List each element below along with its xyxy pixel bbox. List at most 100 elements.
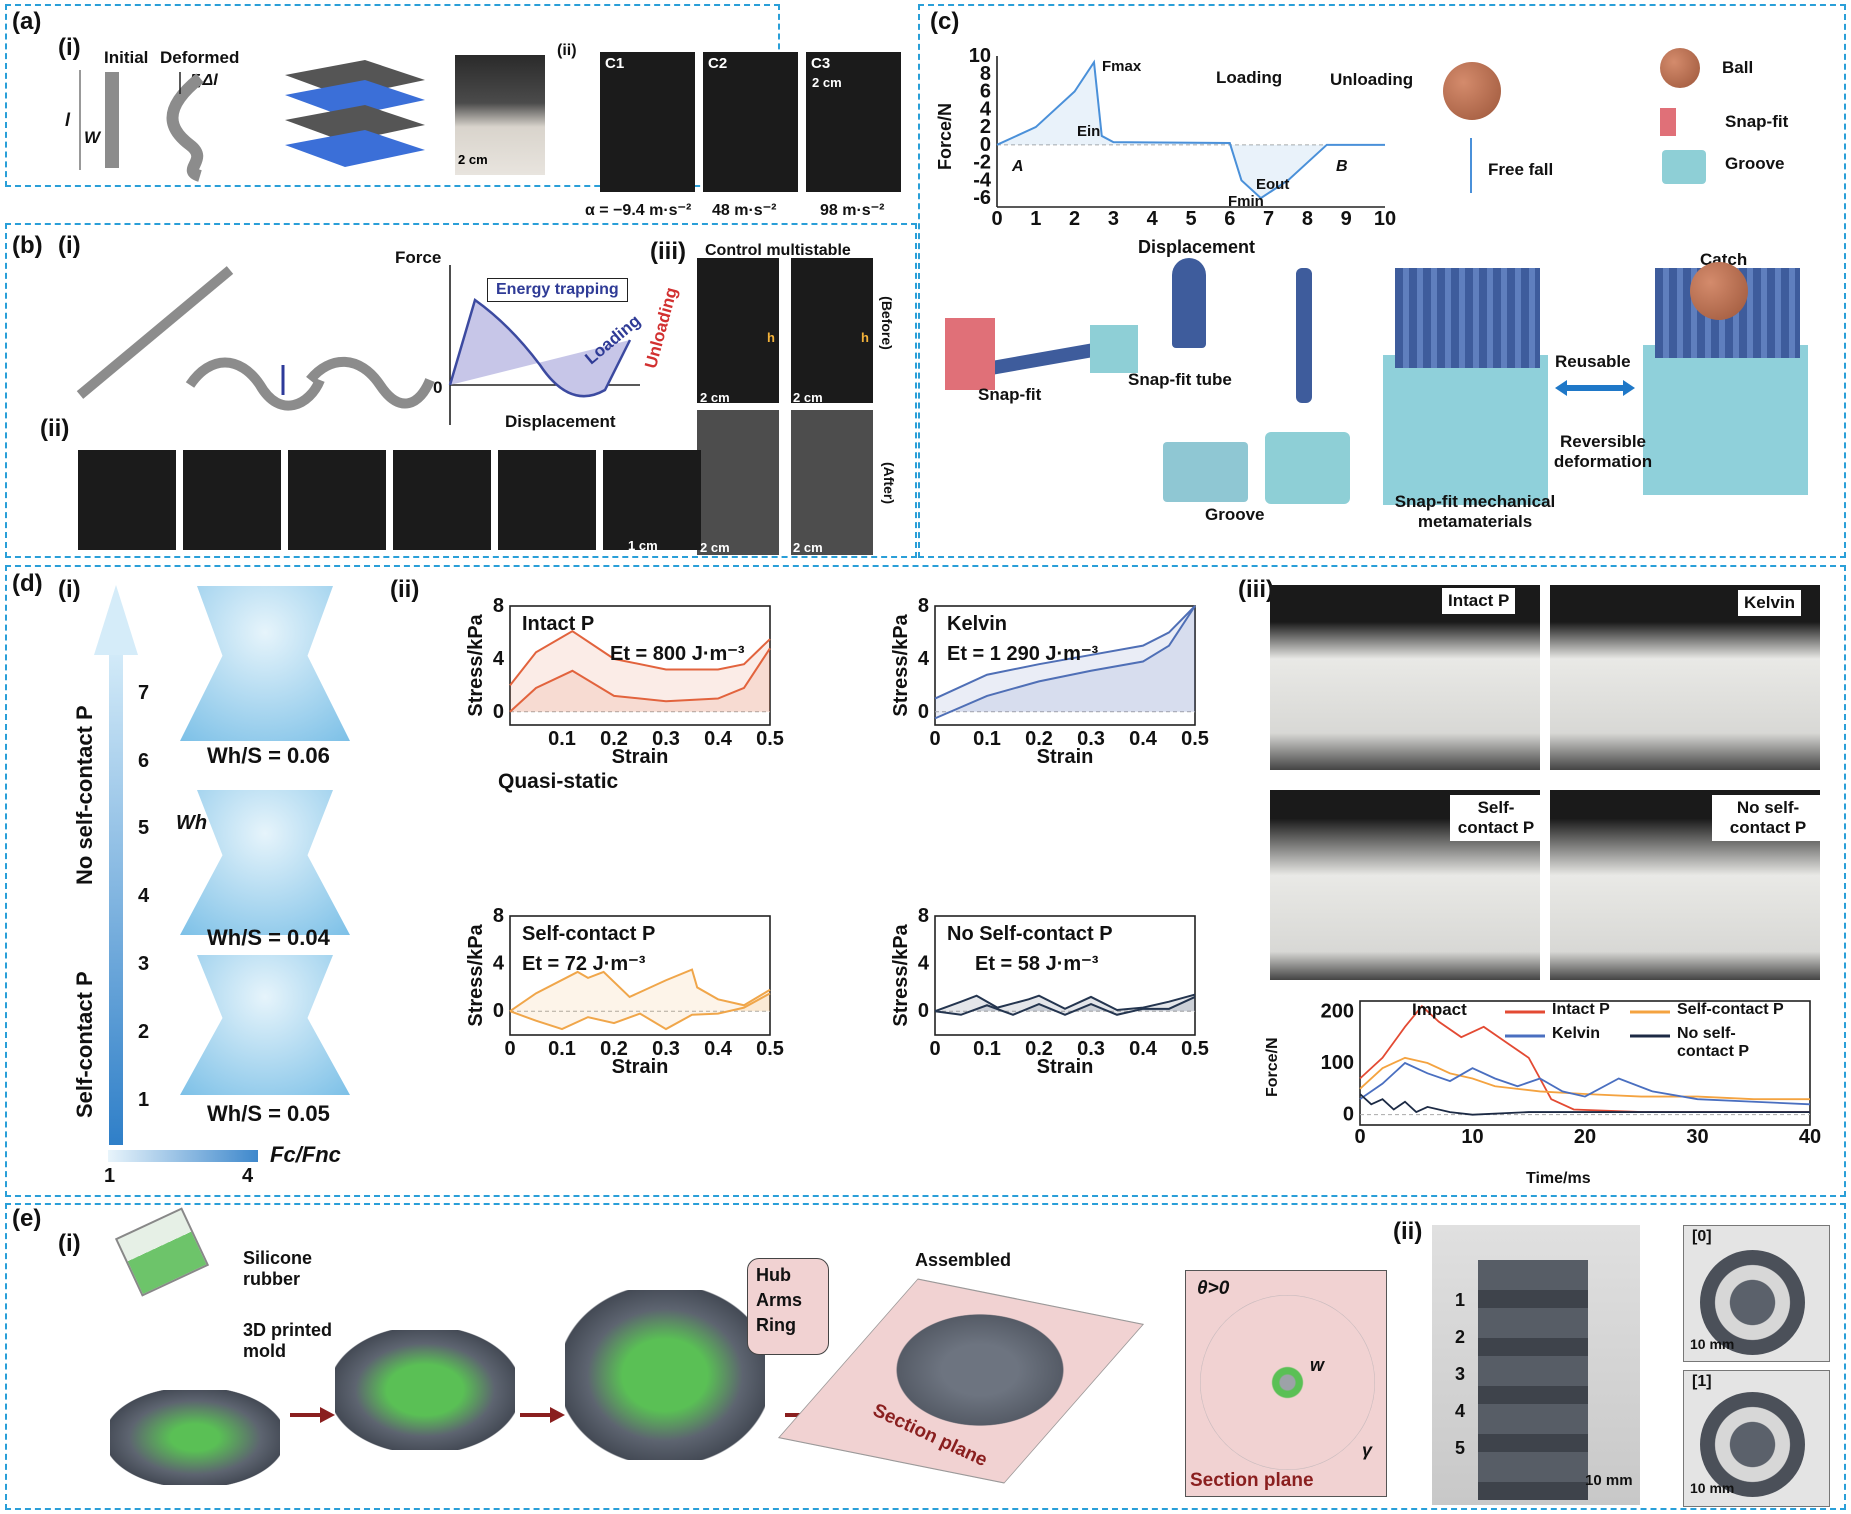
cam-intact — [1270, 585, 1540, 770]
series-line — [996, 59, 1385, 200]
mold-3d-1 — [110, 1390, 280, 1485]
frame-c2 — [703, 52, 798, 192]
x-tick-label: 0 — [929, 728, 940, 750]
chart-annotation: Et = 72 J·m⁻³ — [522, 953, 646, 975]
series-line — [509, 629, 771, 686]
chart-annotation: Et = 58 J·m⁻³ — [975, 953, 1099, 975]
ratio-min: 1 — [104, 1165, 116, 1187]
legend-intact: Intact P — [1552, 1001, 1610, 1018]
cam-label-intact: Intact P — [1442, 588, 1516, 614]
x-tick-label: 40 — [1799, 1126, 1821, 1148]
plot-frame — [509, 605, 771, 726]
y-tick-label: 4 — [918, 953, 930, 975]
ratio-label: Fc/Fnc — [270, 1142, 341, 1167]
panel-b-sub-i: (i) — [58, 232, 81, 259]
wh-ratio-1: Wh/S = 0.06 — [207, 743, 330, 768]
x-tick-label: 3 — [1108, 208, 1119, 230]
c-point-a: A — [1012, 158, 1024, 175]
y-tick-label: 8 — [918, 905, 929, 927]
scale-tick-4: 4 — [138, 885, 150, 907]
no-self-contact-vertical: No self-contact P — [72, 705, 97, 885]
w-label: W — [84, 128, 101, 147]
panel-d-sub-iii: (iii) — [1238, 576, 1274, 603]
y-tick-label: 4 — [493, 953, 505, 975]
x-tick-label: 10 — [1461, 1126, 1483, 1148]
series-area — [510, 648, 770, 712]
b-zero: 0 — [433, 378, 443, 397]
legend-noself: No self-contact P — [1677, 1025, 1750, 1060]
snap-fit-legend-icon — [1660, 108, 1676, 136]
energy-trapping-chart — [448, 265, 640, 425]
bistable-beam-sketch — [76, 266, 435, 411]
c-unloading-legend: Unloading — [1330, 70, 1414, 89]
c-point-b: B — [1336, 158, 1348, 175]
frame-c2-id: C2 — [708, 55, 728, 72]
x-tick-label: 0.5 — [756, 1038, 784, 1060]
cam-label-kelvin: Kelvin — [1738, 590, 1802, 616]
impact-xlabel: Time/ms — [1526, 1170, 1591, 1187]
x-tick-label: 0.2 — [1025, 728, 1053, 750]
x-tick-label: 0.1 — [973, 1038, 1001, 1060]
series-line — [1359, 1093, 1810, 1116]
series-area — [510, 969, 770, 1012]
c-ball-legend: Ball — [1722, 58, 1754, 77]
x-axis-label: Strain — [1037, 1056, 1094, 1078]
stack-num-1: 1 — [1455, 1290, 1466, 1310]
y-axis-label: Stress/kPa — [465, 923, 487, 1026]
assembled-label: Assembled — [915, 1250, 1012, 1270]
series-line — [934, 605, 1196, 700]
scale-tick-3: 3 — [138, 953, 150, 975]
b-h-1: h — [767, 330, 775, 345]
stack-num-4: 4 — [1455, 1401, 1466, 1421]
c-fmin: Fmin — [1228, 193, 1264, 210]
wh-label: Wh — [176, 812, 208, 834]
series-line — [509, 992, 771, 1031]
panel-b — [5, 223, 917, 558]
x-tick-label: 0.1 — [548, 1038, 576, 1060]
process-arrows — [290, 1407, 830, 1423]
panel-d — [5, 565, 1846, 1197]
self-contact-scale-arrow — [94, 585, 138, 1145]
y-tick-label: -4 — [973, 169, 992, 191]
x-tick-label: 0.4 — [1129, 728, 1158, 750]
stack-num-5: 5 — [1455, 1438, 1466, 1458]
theta-label: θ>0 — [1197, 1278, 1230, 1299]
ratio-max: 4 — [242, 1165, 254, 1187]
chart-title: Kelvin — [947, 613, 1007, 635]
cam-label-self: Self-contact P — [1450, 795, 1542, 841]
x-tick-label: 0.3 — [1077, 1038, 1105, 1060]
ratio-colorbar — [108, 1150, 258, 1162]
b-scale-1cm: 1 cm — [628, 538, 658, 553]
panel-a-label: (a) — [12, 8, 42, 35]
frame-c1-accel: α = −9.4 m·s⁻² — [585, 202, 692, 219]
series-area — [935, 606, 1195, 719]
section-plane-label: Section plane — [1190, 1470, 1314, 1491]
x-tick-label: 5 — [1185, 208, 1196, 230]
plot-frame — [509, 915, 771, 1036]
c-reversible: Reversible deformation — [1553, 432, 1653, 471]
y-tick-label: 200 — [1321, 1000, 1354, 1022]
series-line — [1359, 1056, 1810, 1101]
y-tick-label: 8 — [918, 595, 929, 617]
panel-e-sub-i: (i) — [58, 1230, 81, 1257]
gamma-label: γ — [1362, 1440, 1373, 1460]
y-tick-label: -2 — [973, 152, 991, 174]
b-before-2 — [791, 258, 873, 403]
x-tick-label: 1 — [1030, 208, 1041, 230]
y-tick-label: 8 — [980, 63, 991, 85]
x-tick-label: 7 — [1263, 208, 1274, 230]
beam-sketch — [79, 70, 204, 182]
impact-label: Impact — [1412, 1000, 1467, 1019]
c-free-fall: Free fall — [1488, 160, 1554, 179]
scale-tick-1: 1 — [138, 1089, 150, 1111]
l-label: l — [65, 110, 71, 130]
b-sequence-photos — [78, 450, 701, 550]
series-line — [934, 996, 1196, 1016]
b-after: (After) — [881, 462, 897, 504]
chart-title: Self-contact P — [522, 923, 655, 945]
b-scale-2cm-a: 2 cm — [700, 390, 730, 405]
